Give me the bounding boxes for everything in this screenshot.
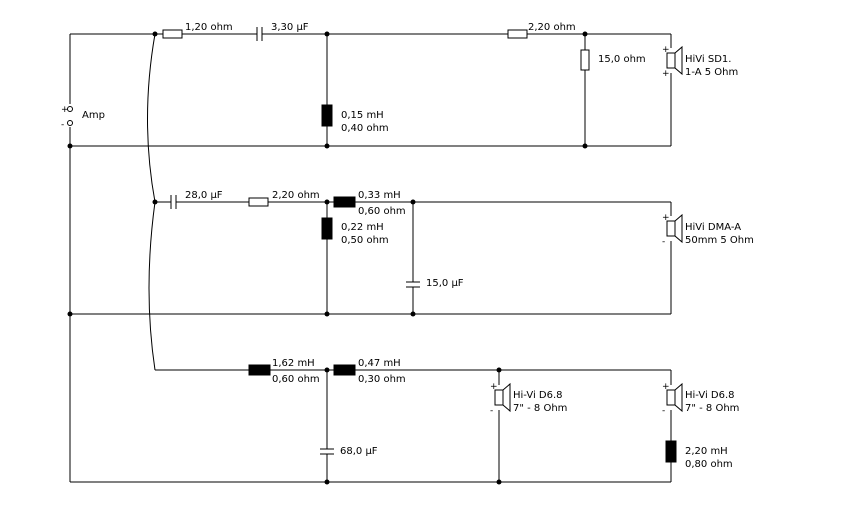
woofer-speaker-2-name: Hi-Vi D6.8 [685, 390, 735, 401]
amp-input: + - Amp [61, 34, 105, 482]
amp-plus-terminal [67, 106, 73, 112]
woofer-shunt-capacitor-label: 68,0 µF [340, 446, 378, 457]
mid-series-inductor-value: 0,33 mH [358, 190, 401, 201]
mid-shunt-capacitor-label: 15,0 µF [426, 278, 464, 289]
woofer-series-inductor-1-resistance: 0,60 ohm [272, 374, 320, 385]
svg-text:+: + [662, 45, 670, 55]
mid-speaker-name: HiVi DMA-A [685, 222, 741, 233]
tweeter-shunt-inductor [321, 104, 333, 127]
woofer-branch: + - + - 1,62 mH 0,60 ohm 0,47 mH 0,30 oh… [155, 358, 739, 482]
tweeter-series-resistor-2 [507, 29, 528, 39]
svg-text:+: + [662, 69, 670, 79]
svg-text:+: + [662, 213, 670, 223]
svg-text:+: + [490, 382, 498, 392]
woofer-speaker-2-series-inductor [665, 440, 677, 463]
mid-series-resistor-label: 2,20 ohm [272, 190, 320, 201]
mid-speaker-spec: 50mm 5 Ohm [685, 235, 754, 246]
tweeter-shunt-inductor-resistance: 0,40 ohm [341, 123, 389, 134]
tweeter-series-capacitor-label: 3,30 µF [271, 22, 309, 33]
woofer-series-inductor-2-value: 0,47 mH [358, 358, 401, 369]
tweeter-series-resistor [162, 29, 183, 39]
mid-series-capacitor-label: 28,0 µF [185, 190, 223, 201]
svg-text:-: - [662, 406, 665, 416]
svg-text:-: - [490, 406, 493, 416]
woofer-speaker-1-icon: + - [490, 382, 511, 416]
svg-text:-: - [662, 237, 665, 247]
tweeter-speaker-spec: 1-A 5 Ohm [685, 67, 738, 78]
svg-text:+: + [662, 382, 670, 392]
amp-minus-terminal [67, 120, 73, 126]
woofer-series-inductor-1 [248, 364, 271, 376]
mid-series-resistor [248, 197, 269, 207]
tweeter-parallel-resistor-label: 15,0 ohm [598, 54, 646, 65]
mid-series-inductor-resistance: 0,60 ohm [358, 206, 406, 217]
amp-plus-sign: + [61, 105, 69, 115]
mid-series-inductor [333, 196, 356, 208]
mid-shunt-inductor [321, 217, 333, 240]
mid-branch: + - 28,0 µF 2,20 ohm 0,33 mH 0,60 ohm 0,… [155, 190, 754, 314]
tweeter-speaker-name: HiVi SD1. [685, 54, 731, 65]
woofer-speaker-1-name: Hi-Vi D6.8 [513, 390, 563, 401]
tweeter-shunt-inductor-value: 0,15 mH [341, 110, 384, 121]
mid-shunt-inductor-value: 0,22 mH [341, 222, 384, 233]
tweeter-parallel-resistor [580, 49, 590, 71]
amp-minus-sign: - [61, 120, 64, 130]
amp-label: Amp [82, 110, 105, 121]
woofer-series-inductor-2-resistance: 0,30 ohm [358, 374, 406, 385]
junction-dots [67, 31, 588, 485]
woofer-series-inductor-1-value: 1,62 mH [272, 358, 315, 369]
tweeter-series-resistor-2-label: 2,20 ohm [528, 22, 576, 33]
tweeter-branch: + + 1,20 ohm 3,30 µF 2,20 ohm 15,0 ohm 0… [70, 22, 738, 146]
mid-speaker-icon: + - [662, 213, 683, 247]
woofer-speaker-1-spec: 7" - 8 Ohm [513, 403, 567, 414]
mid-shunt-inductor-resistance: 0,50 ohm [341, 235, 389, 246]
woofer-speaker-2-inductor-resistance: 0,80 ohm [685, 459, 733, 470]
tweeter-series-resistor-label: 1,20 ohm [185, 22, 233, 33]
woofer-speaker-2-inductor-value: 2,20 mH [685, 446, 728, 457]
woofer-speaker-2-spec: 7" - 8 Ohm [685, 403, 739, 414]
woofer-series-inductor-2 [333, 364, 356, 376]
tweeter-speaker-icon: + + [662, 45, 683, 79]
woofer-speaker-2-icon: + - [662, 382, 683, 416]
